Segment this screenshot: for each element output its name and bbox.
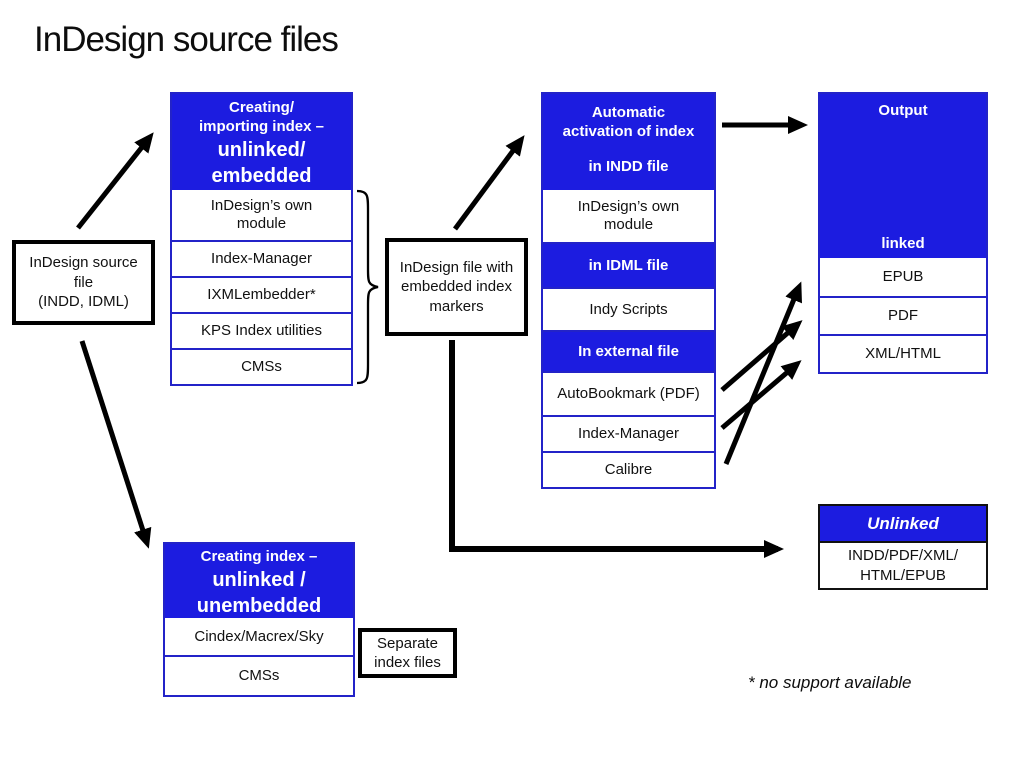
tool-label: CMSs — [241, 358, 282, 375]
arrow-source-to-unembedded — [79, 340, 152, 549]
activation-label: AutoBookmark (PDF) — [557, 385, 700, 402]
separate-index-files-label: Separate index files — [374, 634, 441, 672]
output-row: PDF — [820, 296, 986, 334]
output-label: XML/HTML — [865, 345, 941, 362]
activation-section-row: In external file — [543, 330, 714, 371]
activation-section-label: in IDML file — [588, 256, 669, 274]
creating-unembedded-header-small: Creating index – — [200, 548, 318, 565]
creating-importing-header: Creating/ importing index – unlinked/ em… — [172, 94, 351, 190]
separate-index-files-box: Separate index files — [358, 628, 457, 678]
source-file-box: InDesign source file (INDD, IDML) — [12, 240, 155, 325]
unlinked-box: Unlinked INDD/PDF/XML/ HTML/EPUB — [818, 504, 988, 590]
activation-row: Calibre — [543, 451, 714, 487]
tool-row: Index-Manager — [172, 240, 351, 276]
automatic-activation-title: Automatic activation of index — [562, 104, 695, 140]
activation-label: Calibre — [604, 461, 653, 478]
output-header: Output linked — [820, 94, 986, 258]
creating-importing-header-large: unlinked/ embedded — [211, 138, 312, 187]
output-title: Output — [878, 102, 928, 119]
tool-label: IXMLembedder* — [207, 286, 316, 303]
output-row: XML/HTML — [820, 334, 986, 372]
arrow-indexmanager-to-xmlhtml — [720, 360, 802, 430]
creating-unembedded-header: Creating index – unlinked / unembedded — [165, 544, 353, 618]
creating-unembedded-stack: Creating index – unlinked / unembedded C… — [163, 542, 355, 697]
tool-label: CMSs — [238, 667, 280, 684]
activation-row: Indy Scripts — [543, 287, 714, 330]
output-label: EPUB — [882, 268, 924, 285]
tool-label: Cindex/Macrex/Sky — [194, 627, 324, 645]
tool-row: CMSs — [172, 348, 351, 384]
output-label: PDF — [888, 307, 918, 324]
tool-row: IXMLembedder* — [172, 276, 351, 312]
automatic-activation-header: Automatic activation of index in INDD fi… — [543, 94, 714, 190]
activation-label: InDesign’s own module — [577, 198, 680, 233]
brace-tools-to-markers — [356, 189, 379, 385]
tool-row: Cindex/Macrex/Sky — [165, 618, 353, 655]
activation-row: AutoBookmark (PDF) — [543, 371, 714, 415]
arrow-markers-to-automatic — [452, 135, 525, 231]
in-indd-file-label: in INDD file — [588, 157, 669, 175]
unlinked-formats: INDD/PDF/XML/ HTML/EPUB — [820, 543, 986, 588]
automatic-activation-stack: Automatic activation of index in INDD fi… — [541, 92, 716, 489]
linked-label: linked — [881, 235, 925, 253]
activation-row: Index-Manager — [543, 415, 714, 451]
embedded-markers-box: InDesign file with embedded index marker… — [385, 238, 528, 336]
tool-row: InDesign’s own module — [172, 190, 351, 240]
tool-row: CMSs — [165, 655, 353, 695]
arrow-calibre-to-epub — [723, 281, 802, 465]
tool-label: KPS Index utilities — [201, 322, 322, 339]
activation-section-row: in IDML file — [543, 242, 714, 287]
page-title: InDesign source files — [34, 20, 339, 59]
creating-importing-header-small: Creating/ importing index – — [198, 99, 324, 135]
source-file-label: InDesign source file (INDD, IDML) — [29, 254, 138, 311]
tool-label: Index-Manager — [211, 250, 312, 267]
activation-label: Index-Manager — [578, 425, 679, 442]
output-row: EPUB — [820, 258, 986, 296]
footnote: * no support available — [748, 673, 912, 692]
output-stack: Output linked EPUB PDF XML/HTML — [818, 92, 988, 374]
tool-label: InDesign’s own module — [210, 197, 313, 232]
tool-row: KPS Index utilities — [172, 312, 351, 348]
activation-row: InDesign’s own module — [543, 190, 714, 242]
activation-section-label: In external file — [578, 342, 679, 360]
activation-label: Indy Scripts — [589, 300, 668, 318]
creating-unembedded-header-large: unlinked / unembedded — [196, 568, 322, 617]
embedded-markers-label: InDesign file with embedded index marker… — [399, 258, 514, 315]
creating-importing-stack: Creating/ importing index – unlinked/ em… — [170, 92, 353, 386]
unlinked-formats-label: INDD/PDF/XML/ HTML/EPUB — [847, 547, 958, 584]
arrow-source-to-creating — [76, 132, 154, 230]
unlinked-header: Unlinked — [820, 506, 986, 543]
arrow-autobookmark-to-pdf — [720, 320, 803, 392]
